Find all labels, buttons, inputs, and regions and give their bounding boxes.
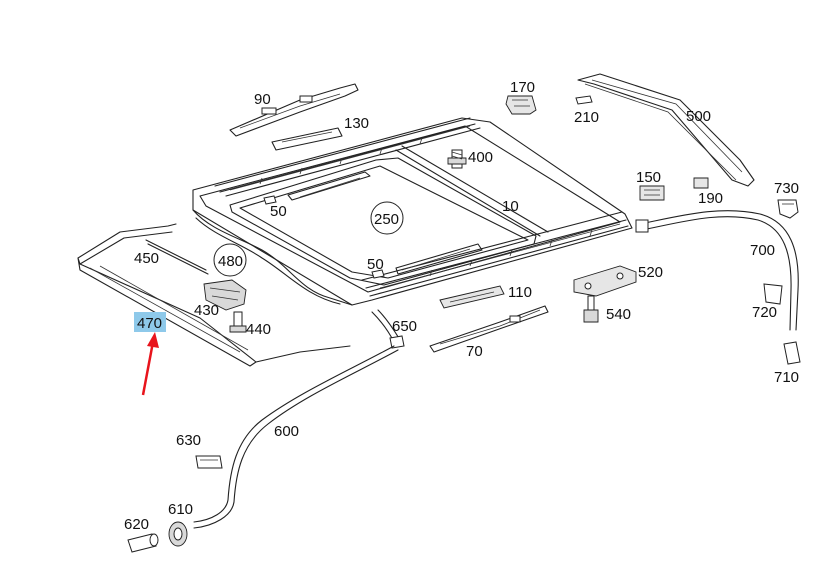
label-110: 110 bbox=[508, 284, 532, 301]
label-470-highlight bbox=[134, 312, 166, 332]
part-70[interactable] bbox=[429, 305, 549, 353]
label-430: 430 bbox=[194, 302, 219, 319]
part-50-upper[interactable] bbox=[263, 195, 277, 205]
part-540[interactable] bbox=[583, 295, 599, 323]
label-130: 130 bbox=[344, 115, 369, 132]
part-440[interactable] bbox=[229, 311, 247, 333]
part-470-sunblind[interactable] bbox=[77, 223, 351, 367]
label-250: 250 bbox=[374, 211, 399, 228]
part-650[interactable] bbox=[371, 309, 405, 349]
label-710: 710 bbox=[774, 369, 799, 386]
label-450: 450 bbox=[134, 250, 159, 267]
part-190[interactable] bbox=[693, 177, 709, 189]
label-150: 150 bbox=[636, 169, 661, 186]
label-610: 610 bbox=[168, 501, 193, 518]
part-730[interactable] bbox=[777, 199, 799, 219]
part-500[interactable] bbox=[577, 73, 755, 187]
label-600: 600 bbox=[274, 423, 299, 440]
label-10: 10 bbox=[502, 198, 519, 215]
part-450[interactable] bbox=[145, 239, 209, 275]
label-50a: 50 bbox=[270, 203, 287, 220]
label-210: 210 bbox=[574, 109, 599, 126]
part-110[interactable] bbox=[439, 285, 505, 309]
label-540: 540 bbox=[606, 306, 631, 323]
part-610[interactable] bbox=[168, 521, 188, 547]
label-50b: 50 bbox=[367, 256, 384, 273]
part-710[interactable] bbox=[783, 341, 801, 365]
part-600[interactable] bbox=[193, 345, 399, 529]
part-630[interactable] bbox=[195, 455, 223, 469]
part-400[interactable] bbox=[447, 149, 467, 169]
label-170: 170 bbox=[510, 79, 535, 96]
label-470: 470 bbox=[137, 315, 162, 332]
part-430[interactable] bbox=[203, 279, 247, 311]
sunroof-frame[interactable] bbox=[192, 117, 633, 306]
label-520: 520 bbox=[638, 264, 663, 281]
label-480: 480 bbox=[218, 253, 243, 270]
part-720[interactable] bbox=[763, 283, 783, 305]
label-70: 70 bbox=[466, 343, 483, 360]
part-170[interactable] bbox=[505, 95, 537, 115]
label-440: 440 bbox=[246, 321, 271, 338]
part-130[interactable] bbox=[271, 127, 343, 151]
part-150[interactable] bbox=[639, 185, 665, 201]
part-210[interactable] bbox=[575, 95, 593, 105]
part-620[interactable] bbox=[127, 533, 159, 553]
label-620: 620 bbox=[124, 516, 149, 533]
part-50-lower[interactable] bbox=[371, 269, 385, 279]
drive-cable-inner[interactable] bbox=[287, 171, 483, 275]
part-90[interactable] bbox=[229, 83, 359, 137]
label-650: 650 bbox=[392, 318, 417, 335]
callout-circle-250 bbox=[370, 201, 404, 235]
callout-circle-480 bbox=[213, 243, 247, 277]
part-700[interactable] bbox=[635, 210, 799, 331]
label-400: 400 bbox=[468, 149, 493, 166]
label-730: 730 bbox=[774, 180, 799, 197]
label-90: 90 bbox=[254, 91, 271, 108]
label-720: 720 bbox=[752, 304, 777, 321]
label-500: 500 bbox=[686, 108, 711, 125]
red-arrow-icon bbox=[141, 332, 159, 396]
label-700: 700 bbox=[750, 242, 775, 259]
label-190: 190 bbox=[698, 190, 723, 207]
label-630: 630 bbox=[176, 432, 201, 449]
part-520[interactable] bbox=[573, 265, 637, 297]
